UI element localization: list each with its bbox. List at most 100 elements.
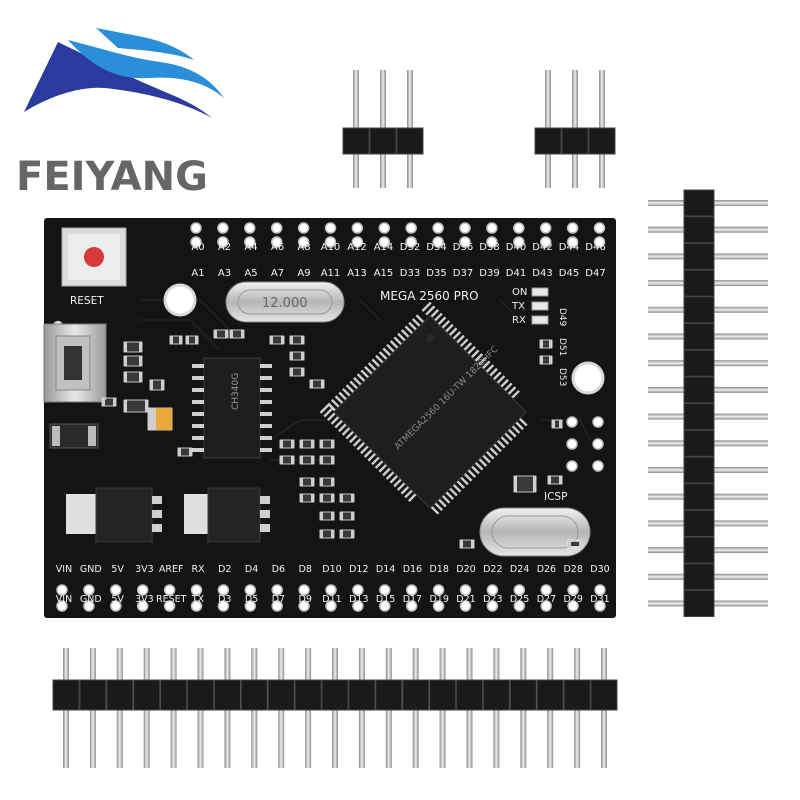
pin-label: D7 xyxy=(272,594,285,605)
smd-part xyxy=(513,475,537,493)
pin-label: D40 xyxy=(506,242,526,253)
header-hole xyxy=(190,584,203,596)
pin-label: D41 xyxy=(506,268,526,279)
pin-label: D49 xyxy=(557,308,567,327)
header-plastic xyxy=(106,679,134,711)
reset-button[interactable] xyxy=(61,227,127,287)
pin-label: A14 xyxy=(374,242,394,253)
pin-label: A10 xyxy=(321,242,341,253)
pin-label: D43 xyxy=(532,268,552,279)
header-plastic xyxy=(133,679,161,711)
header-hole xyxy=(83,584,95,596)
header-plastic xyxy=(348,679,376,711)
small-pin-headers xyxy=(342,70,616,188)
pin-label: D11 xyxy=(322,594,341,605)
header-plastic xyxy=(683,483,715,511)
header-hole xyxy=(405,584,418,596)
header-plastic xyxy=(267,679,295,711)
chip-pin xyxy=(260,412,272,416)
chip-pin xyxy=(192,436,204,440)
smd-part xyxy=(299,493,315,503)
pin-label: D38 xyxy=(479,242,499,253)
smd-components xyxy=(101,329,583,549)
smd-part xyxy=(149,379,165,391)
header-hole xyxy=(270,222,283,234)
pin-label: D30 xyxy=(590,564,609,575)
header-hole xyxy=(190,236,202,248)
pin-label: D37 xyxy=(453,268,473,279)
pin-label: D44 xyxy=(559,242,579,253)
smd-part xyxy=(123,355,143,367)
pin-label: D28 xyxy=(563,564,582,575)
header-hole xyxy=(378,222,391,234)
led-label: ON xyxy=(512,287,527,298)
pin-label: A15 xyxy=(374,268,394,279)
header-plastic xyxy=(396,127,424,155)
header-hole xyxy=(244,222,256,234)
brand-name: FEIYANG xyxy=(16,154,208,200)
smd-part xyxy=(177,447,193,457)
pin-label: D22 xyxy=(483,564,502,575)
header-plastic xyxy=(683,429,715,457)
header-hole xyxy=(244,600,257,612)
smd-part xyxy=(547,475,563,485)
header-plastic xyxy=(683,509,715,537)
pcb-board: RESET xyxy=(43,218,616,618)
pin-label: D31 xyxy=(590,594,609,605)
header-plastic xyxy=(590,679,618,711)
header-plastic xyxy=(683,536,715,564)
header-hole xyxy=(486,600,499,612)
header-hole xyxy=(352,600,364,612)
pin-label: D26 xyxy=(537,564,556,575)
header-hole xyxy=(270,236,283,248)
header-hole xyxy=(324,222,337,234)
pin-label: D8 xyxy=(299,564,312,575)
header-hole xyxy=(513,222,525,234)
chip-pin xyxy=(260,424,272,428)
led-label: RX xyxy=(512,315,526,326)
mounting-hole xyxy=(571,361,605,395)
header-hole xyxy=(593,222,606,234)
header-hole xyxy=(271,600,283,612)
header-hole xyxy=(190,600,203,612)
pin-label: RESET xyxy=(156,594,187,605)
micro-usb-port[interactable] xyxy=(43,323,107,403)
smd-part xyxy=(539,339,553,349)
smd-part xyxy=(269,335,285,345)
header-hole xyxy=(405,236,417,248)
pin-label: AREF xyxy=(159,564,184,575)
crystal-label: 12.000 xyxy=(262,296,308,311)
header-plastic xyxy=(52,679,80,711)
status-led xyxy=(531,301,549,311)
header-hole xyxy=(486,236,498,248)
pin-label: D4 xyxy=(245,564,258,575)
smd-part xyxy=(319,477,335,487)
pin-label: GND xyxy=(80,594,102,605)
icsp-hole xyxy=(566,416,578,428)
pin-label: D34 xyxy=(426,242,446,253)
pin-label: D21 xyxy=(456,594,475,605)
header-hole xyxy=(540,584,552,596)
smd-part xyxy=(339,493,355,503)
header-hole xyxy=(459,222,471,234)
smd-part xyxy=(213,329,229,339)
smd-part xyxy=(319,455,335,465)
pin-label: D32 xyxy=(400,242,420,253)
smd-part xyxy=(567,539,583,549)
header-plastic xyxy=(683,296,715,324)
pin-label: D46 xyxy=(585,242,605,253)
header-hole xyxy=(379,600,391,612)
pin-label: 3V3 xyxy=(135,564,154,575)
icsp-hole xyxy=(592,438,604,450)
smd-part xyxy=(279,455,295,465)
chip-pin xyxy=(192,448,204,452)
header-hole xyxy=(513,236,525,248)
header-hole xyxy=(566,222,579,234)
header-hole xyxy=(297,236,310,248)
header-plastic xyxy=(683,349,715,377)
pin-label: D17 xyxy=(403,594,422,605)
header-hole xyxy=(110,600,122,612)
